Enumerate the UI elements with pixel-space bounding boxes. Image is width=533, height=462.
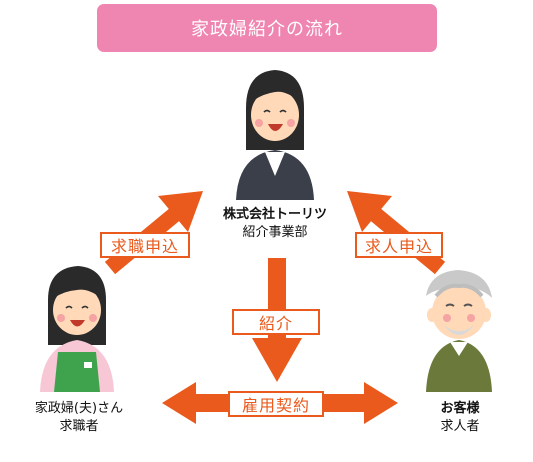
label-hiring-application: 求人申込 [355, 232, 443, 258]
worker-role: 求職者 [59, 419, 99, 434]
worker-person-icon [40, 266, 114, 392]
client-role: 求人者 [440, 419, 480, 434]
client-person-icon [426, 270, 492, 392]
label-job-application: 求職申込 [100, 232, 190, 258]
worker-label: 家政婦(夫)さん 求職者 [14, 400, 144, 436]
page-title: 家政婦紹介の流れ [97, 4, 437, 52]
agency-person-icon [236, 70, 314, 200]
agency-label: 株式会社トーリツ 紹介事業部 [205, 206, 345, 242]
worker-name: 家政婦(夫)さん [34, 401, 124, 416]
client-label: お客様 求人者 [410, 400, 510, 436]
agency-name: 株式会社トーリツ [222, 207, 327, 222]
label-employment-contract: 雇用契約 [228, 391, 324, 417]
agency-department: 紹介事業部 [242, 225, 308, 240]
label-introduction: 紹介 [232, 309, 320, 335]
client-name: お客様 [440, 401, 480, 416]
